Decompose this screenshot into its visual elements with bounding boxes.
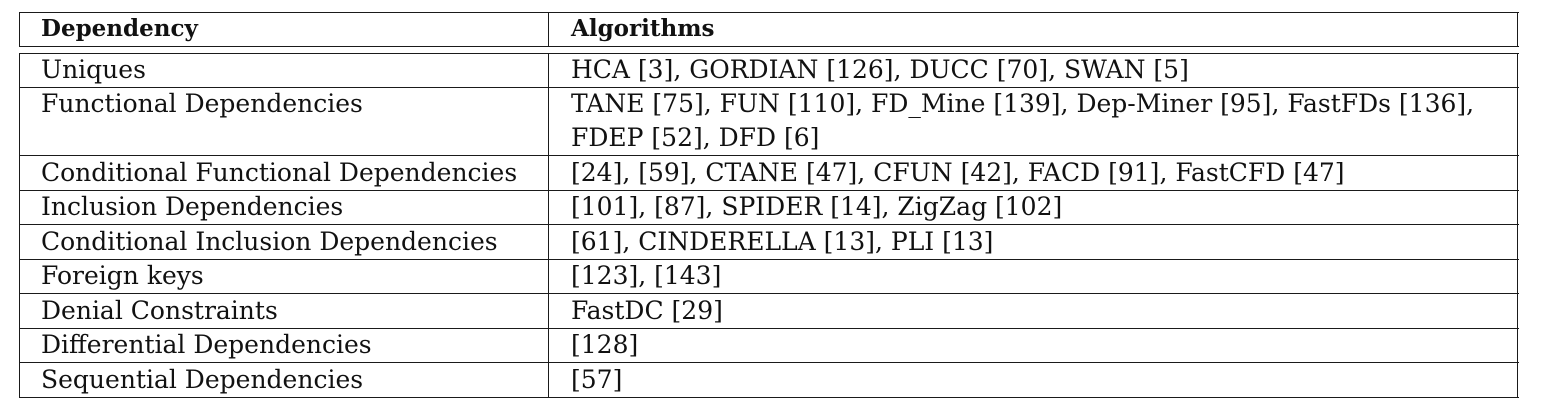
- row-divider: [19, 259, 1519, 260]
- header-algorithms: Algorithms: [571, 15, 715, 42]
- row-dd-algorithms: [128]: [571, 330, 639, 359]
- row-sd-dependency: Sequential Dependencies: [41, 365, 364, 394]
- row-divider: [19, 293, 1519, 294]
- row-cfd-algorithms: [24], [59], CTANE [47], CFUN [42], FACD …: [571, 158, 1345, 187]
- row-divider: [19, 328, 1519, 329]
- row-dc-dependency: Denial Constraints: [41, 296, 278, 325]
- body-left-border: [19, 53, 20, 398]
- row-divider: [19, 224, 1519, 225]
- header-dependency: Dependency: [41, 15, 198, 42]
- table-top-border: [19, 12, 1519, 13]
- row-fk-dependency: Foreign keys: [41, 261, 204, 290]
- row-ind-algorithms: [101], [87], SPIDER [14], ZigZag [102]: [571, 192, 1063, 221]
- header-right-border: [1517, 12, 1518, 47]
- row-divider: [19, 362, 1519, 363]
- header-left-border: [19, 12, 20, 47]
- row-divider: [19, 155, 1519, 156]
- row-fd-algorithms-line2: FDEP [52], DFD [6]: [571, 123, 820, 152]
- row-cfd-dependency: Conditional Functional Dependencies: [41, 158, 518, 187]
- header-column-divider: [548, 12, 549, 47]
- row-ind-dependency: Inclusion Dependencies: [41, 192, 344, 221]
- body-top-border: [19, 53, 1519, 54]
- row-dc-algorithms: FastDC [29]: [571, 296, 723, 325]
- row-uniques-algorithms: HCA [3], GORDIAN [126], DUCC [70], SWAN …: [571, 55, 1189, 84]
- row-dd-dependency: Differential Dependencies: [41, 330, 372, 359]
- row-sd-algorithms: [57]: [571, 365, 623, 394]
- row-uniques-dependency: Uniques: [41, 55, 146, 84]
- row-divider: [19, 87, 1519, 88]
- row-cind-dependency: Conditional Inclusion Dependencies: [41, 227, 498, 256]
- body-right-border: [1517, 53, 1518, 398]
- row-fd-dependency: Functional Dependencies: [41, 89, 363, 118]
- row-fd-algorithms-line1: TANE [75], FUN [110], FD_Mine [139], Dep…: [571, 89, 1475, 118]
- table-bottom-border: [19, 397, 1519, 398]
- row-divider: [19, 190, 1519, 191]
- row-cind-algorithms: [61], CINDERELLA [13], PLI [13]: [571, 227, 994, 256]
- header-bottom-border: [19, 46, 1519, 47]
- row-fk-algorithms: [123], [143]: [571, 261, 722, 290]
- body-column-divider: [548, 53, 549, 398]
- dependency-table: Dependency Algorithms Uniques HCA [3], G…: [19, 12, 1519, 399]
